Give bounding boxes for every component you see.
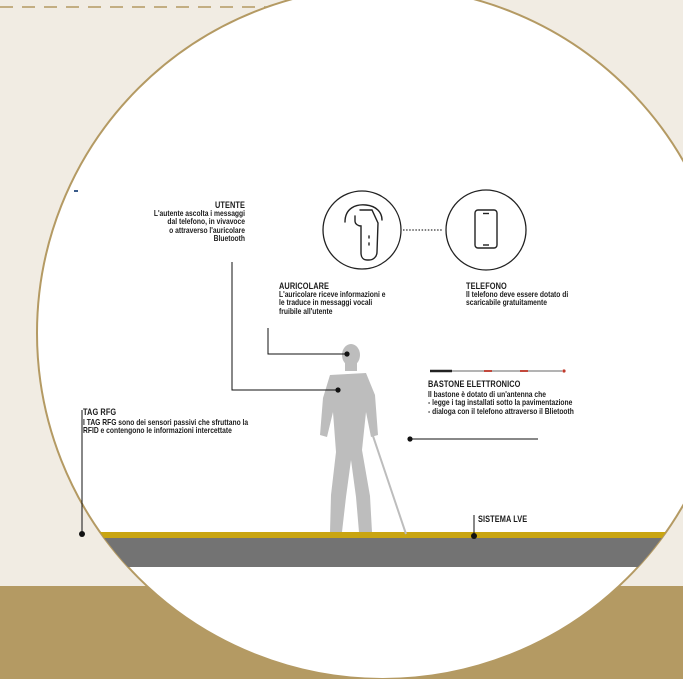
utente-title: UTENTE bbox=[214, 200, 245, 210]
dot-sistema bbox=[471, 533, 477, 539]
telefono-line: scaricabile gratuitamente bbox=[466, 298, 547, 308]
auricolare-line: le traduce in messaggi vocali bbox=[279, 298, 373, 308]
sistema-label: SISTEMA LVE bbox=[478, 514, 527, 524]
sistema-title: SISTEMA LVE bbox=[478, 514, 528, 524]
bastone-label: BASTONE ELETTRONICO Il bastone è dotato … bbox=[428, 379, 574, 416]
dot-bastone bbox=[407, 436, 413, 442]
utente-label: UTENTE L'autente ascolta i messaggi dal … bbox=[122, 200, 245, 244]
smartphone-icon bbox=[474, 209, 498, 249]
visually-impaired-person-silhouette bbox=[320, 344, 378, 532]
utente-line: o attraverso l'auricolare bbox=[169, 225, 245, 235]
dot-utente bbox=[335, 387, 341, 393]
auricolare-line: L'auricolare riceve informazioni e bbox=[279, 290, 386, 299]
dot-tag bbox=[79, 531, 85, 537]
electronic-cane-icon bbox=[430, 369, 566, 373]
telefono-circle bbox=[445, 189, 527, 271]
tag-title: TAG RFG bbox=[83, 407, 117, 417]
tag-line: I TAG RFG sono dei sensori passivi che s… bbox=[83, 418, 249, 427]
bastone-title: BASTONE ELETTRONICO bbox=[428, 379, 521, 389]
auricolare-label: AURICOLARE L'auricolare riceve informazi… bbox=[279, 281, 385, 316]
ground bbox=[37, 537, 683, 567]
telefono-line: Il telefono deve essere dotato di bbox=[466, 290, 569, 299]
utente-line: L'autente ascolta i messaggi bbox=[153, 209, 245, 218]
auricolare-line: fruibile all'utente bbox=[279, 306, 333, 316]
leader-utente bbox=[231, 262, 338, 391]
tag-label: TAG RFG I TAG RFG sono dei sensori passi… bbox=[83, 407, 248, 436]
leader-auricolare bbox=[267, 328, 346, 355]
tag-line: RFID e contengono le informazioni interc… bbox=[83, 426, 232, 436]
utente-line: Bluetooth bbox=[213, 234, 245, 244]
telefono-title: TELEFONO bbox=[466, 281, 507, 291]
bastone-line: - legge i tag installati sotto la pavime… bbox=[428, 398, 573, 408]
dot-auricolare bbox=[344, 351, 350, 357]
utente-line: dal telefono, in vivavoce bbox=[167, 217, 245, 227]
guide-rail bbox=[37, 532, 683, 538]
auricolare-title: AURICOLARE bbox=[279, 281, 330, 291]
bluetooth-earpiece-icon bbox=[344, 204, 383, 261]
telefono-label: TELEFONO Il telefono deve essere dotato … bbox=[466, 281, 568, 308]
small-mark bbox=[74, 190, 78, 192]
main-circle bbox=[36, 0, 683, 679]
bastone-line: Il bastone è dotato di un'antenna che bbox=[428, 390, 546, 399]
held-cane bbox=[372, 435, 407, 535]
auricolare-circle bbox=[322, 190, 402, 270]
bastone-line: - dialoga con il telefono attraverso il … bbox=[428, 406, 574, 416]
